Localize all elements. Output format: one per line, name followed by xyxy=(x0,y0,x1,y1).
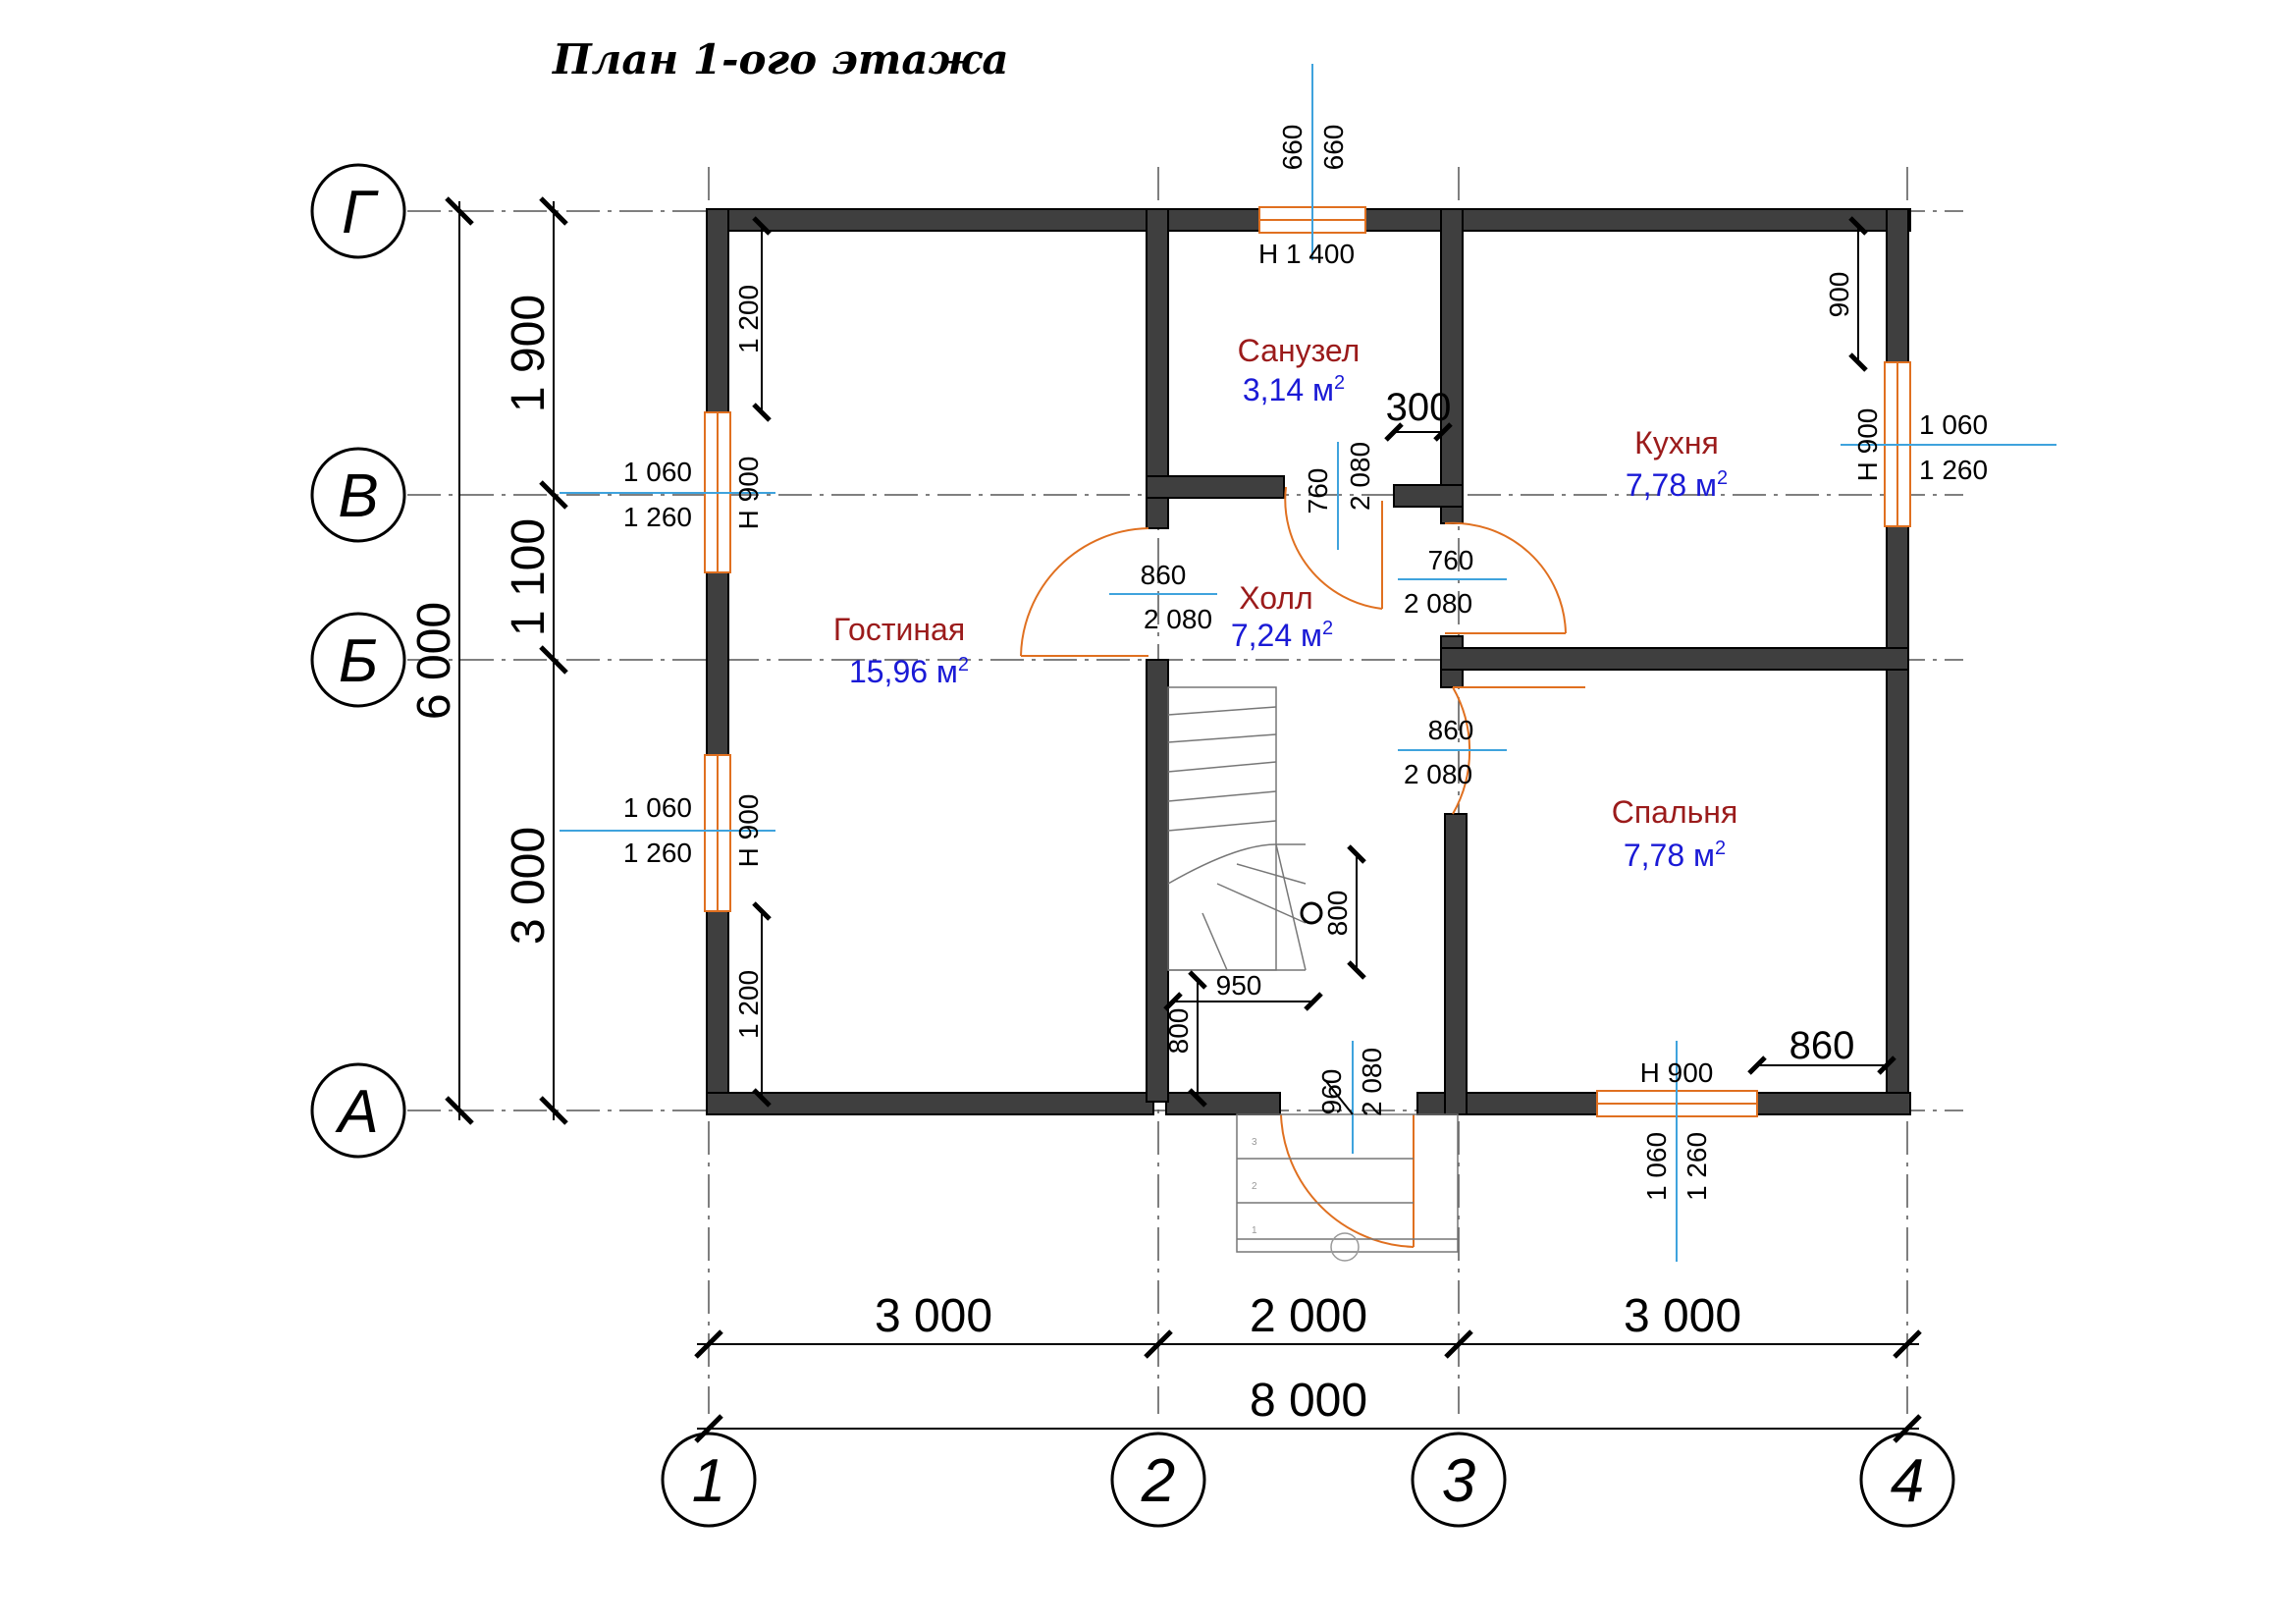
dim-left-2: 1 100 xyxy=(503,518,555,636)
room-area-hall: 7,24 м2 xyxy=(1231,618,1333,653)
room-area-bedroom: 7,78 м2 xyxy=(1624,838,1726,873)
room-name-bath: Санузел xyxy=(1238,333,1361,368)
left-window-bottom-sill: Н 900 xyxy=(733,794,764,868)
axis-label-g: Г xyxy=(342,179,379,246)
room-name-living: Гостиная xyxy=(833,612,965,647)
bedroom-window-h: 1 260 xyxy=(1682,1132,1712,1201)
door-bath-w: 760 xyxy=(1303,468,1333,514)
leader-lines xyxy=(560,64,2056,1262)
top-window-size: Н 1 400 xyxy=(1258,239,1355,269)
axis-label-a: А xyxy=(334,1078,378,1146)
dim-left-3: 3 000 xyxy=(503,827,555,945)
stairs: 3 2 1 xyxy=(1167,686,1459,1262)
bedroom-window-offset: 860 xyxy=(1789,1024,1855,1067)
step-2: 2 xyxy=(1252,1181,1257,1192)
stair-dim-a: 800 xyxy=(1322,891,1353,937)
dim-bottom-3: 3 000 xyxy=(1624,1290,1741,1342)
kitchen-window-h: 1 260 xyxy=(1919,455,1988,485)
door-entry-h: 2 080 xyxy=(1357,1048,1387,1116)
dim-total-height: 6 000 xyxy=(408,602,460,720)
room-name-kitchen: Кухня xyxy=(1634,425,1719,460)
left-window-top-h: 1 260 xyxy=(623,502,692,532)
door-bath-h: 2 080 xyxy=(1345,442,1375,511)
plan-title: План 1-ого этажа xyxy=(552,35,1009,83)
axis-label-b: Б xyxy=(339,627,378,695)
room-name-bedroom: Спальня xyxy=(1612,794,1738,830)
bath-wall-dim: 300 xyxy=(1386,386,1452,429)
axis-label-3: 3 xyxy=(1442,1447,1475,1515)
dim-total-width: 8 000 xyxy=(1250,1375,1367,1427)
step-3: 3 xyxy=(1252,1137,1257,1148)
bedroom-window-w: 1 060 xyxy=(1641,1132,1672,1201)
axis-label-1: 1 xyxy=(692,1447,725,1515)
door-bedroom-h: 2 080 xyxy=(1404,759,1472,789)
minor-dimension-lines xyxy=(752,216,1896,1115)
bottom-dimensions: 3 000 2 000 3 000 8 000 xyxy=(694,1290,1922,1443)
room-area-bath: 3,14 м2 xyxy=(1243,372,1345,407)
dim-left-1: 1 900 xyxy=(503,295,555,412)
step-1: 1 xyxy=(1252,1225,1257,1236)
kitchen-window-offset: 900 xyxy=(1824,272,1854,318)
door-kitchen-h: 2 080 xyxy=(1404,588,1472,619)
row-axis-bubbles: Г В Б А xyxy=(310,163,406,1159)
door-living-h: 2 080 xyxy=(1144,604,1212,634)
kitchen-window-sill: Н 900 xyxy=(1852,408,1883,482)
left-window-top-sill: Н 900 xyxy=(733,457,764,530)
stair-dim-b: 950 xyxy=(1216,970,1262,1001)
axis-label-v: В xyxy=(338,462,378,530)
opening-dimensions: 660 660 Н 1 400 1 060 1 260 Н 900 1 200 … xyxy=(623,125,1988,1201)
dim-bottom-1: 3 000 xyxy=(875,1290,992,1342)
left-window-top-offset: 1 200 xyxy=(733,285,764,353)
grid-lines xyxy=(407,167,1963,1414)
room-area-living: 15,96 м2 xyxy=(849,654,969,689)
column-axis-bubbles: 1 2 3 4 xyxy=(661,1432,1955,1528)
left-window-bottom-w: 1 060 xyxy=(623,792,692,823)
dim-bottom-2: 2 000 xyxy=(1250,1290,1367,1342)
top-window-dim-a: 660 xyxy=(1277,125,1308,171)
left-dimensions: 6 000 1 900 1 100 3 000 xyxy=(408,196,568,1125)
stair-dim-c: 800 xyxy=(1163,1008,1194,1055)
room-area-kitchen: 7,78 м2 xyxy=(1626,467,1728,503)
door-living-w: 860 xyxy=(1141,560,1187,590)
bedroom-window-sill: Н 900 xyxy=(1640,1057,1714,1088)
room-name-hall: Холл xyxy=(1239,580,1312,616)
door-bedroom-w: 860 xyxy=(1428,715,1474,745)
top-window-dim-b: 660 xyxy=(1318,125,1349,171)
left-window-bottom-h: 1 260 xyxy=(623,838,692,868)
kitchen-window-w: 1 060 xyxy=(1919,409,1988,440)
axis-label-4: 4 xyxy=(1891,1447,1924,1515)
door-entry-w: 960 xyxy=(1316,1069,1347,1115)
axis-label-2: 2 xyxy=(1141,1447,1175,1515)
door-kitchen-w: 760 xyxy=(1428,545,1474,575)
left-window-top-w: 1 060 xyxy=(623,457,692,487)
left-window-bottom-offset: 1 200 xyxy=(733,970,764,1039)
room-labels: Гостиная 15,96 м2 Санузел 3,14 м2 Холл 7… xyxy=(833,333,1737,873)
